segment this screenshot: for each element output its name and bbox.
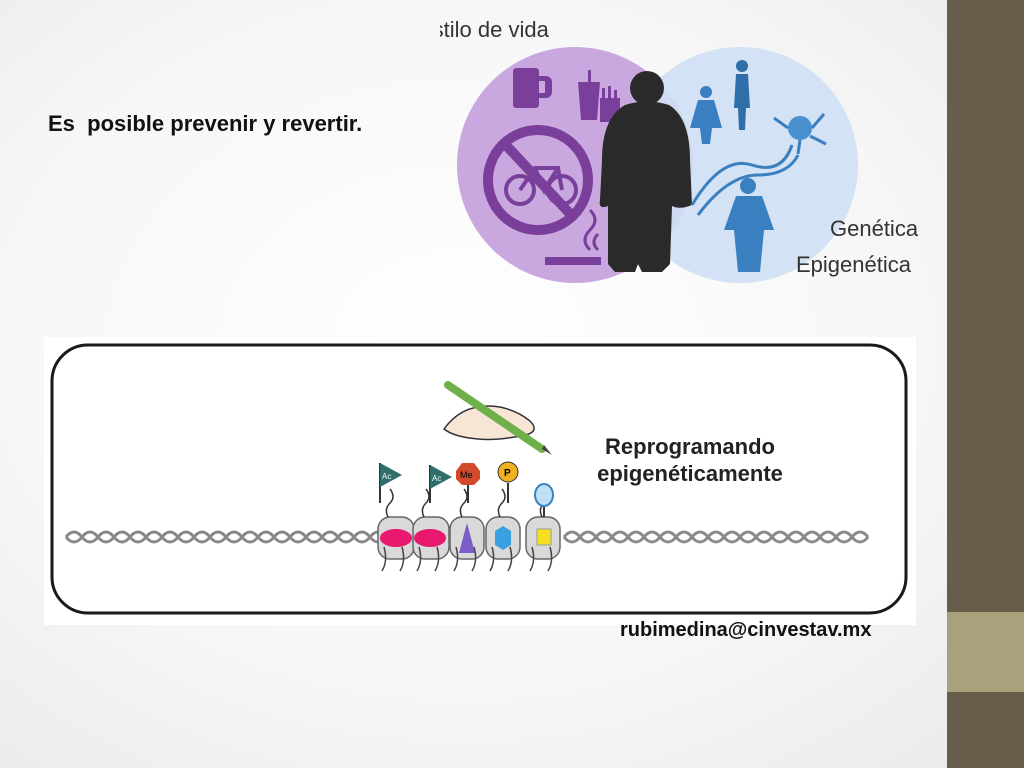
epigenetic-diagram: Ac Ac Me P — [50, 343, 908, 615]
venn-top-label: Estilo de vida — [440, 17, 550, 42]
child-figure-icon — [690, 86, 722, 144]
nucleosome-3 — [449, 516, 485, 572]
beer-mug-icon — [513, 68, 552, 108]
diagram-frame — [50, 343, 908, 615]
venn-diagram: Estilo de vida — [440, 17, 919, 283]
acetyl-flag-1: Ac — [379, 463, 402, 503]
cigarette-icon — [545, 208, 601, 265]
nucleosome-2 — [412, 516, 450, 572]
worker-figure-icon — [724, 178, 774, 272]
diagram-caption: Reprogramando epigenéticamente — [597, 434, 783, 486]
phospho-hexagon — [495, 526, 511, 550]
epigenetic-diagram-panel: Ac Ac Me P — [44, 337, 916, 625]
modification-square — [536, 528, 552, 546]
venn-label-genetica: Genética — [830, 216, 919, 241]
sidebar-light-band — [947, 612, 1024, 692]
acetyl-flag-1-label: Ac — [382, 472, 391, 481]
acetyl-oval-2 — [414, 529, 446, 547]
nucleosome-5 — [525, 516, 561, 572]
headline: Es posible prevenir y revertir. — [48, 111, 363, 136]
methyl-triangle — [459, 523, 475, 553]
acetyl-flag-2: Ac — [429, 465, 452, 503]
no-bicycle-icon — [483, 125, 593, 235]
ubiquitin-tag — [534, 483, 554, 517]
methyl-tag: Me — [456, 463, 480, 503]
protein-icon — [773, 113, 827, 155]
adult-figure-icon — [734, 60, 750, 130]
acetyl-flag-2-label: Ac — [432, 474, 441, 483]
person-silhouette — [599, 71, 692, 272]
hand-pencil-icon — [442, 381, 552, 455]
dna-strand-right — [562, 530, 870, 544]
histone-tails — [385, 488, 548, 518]
venn-right-circle — [622, 47, 858, 283]
nucleosome-4 — [485, 516, 521, 572]
nucleosome-1 — [377, 516, 415, 572]
dna-helix-icon — [690, 144, 800, 216]
phospho-tag-label: P — [504, 468, 511, 479]
dna-strand-left — [64, 530, 388, 544]
methyl-tag-label: Me — [460, 470, 473, 480]
acetyl-oval-1 — [380, 529, 412, 547]
venn-label-epigenetica: Epigenética — [796, 252, 912, 277]
phospho-tag: P — [497, 461, 519, 503]
contact-email[interactable]: rubimedina@cinvestav.mx — [620, 619, 872, 641]
